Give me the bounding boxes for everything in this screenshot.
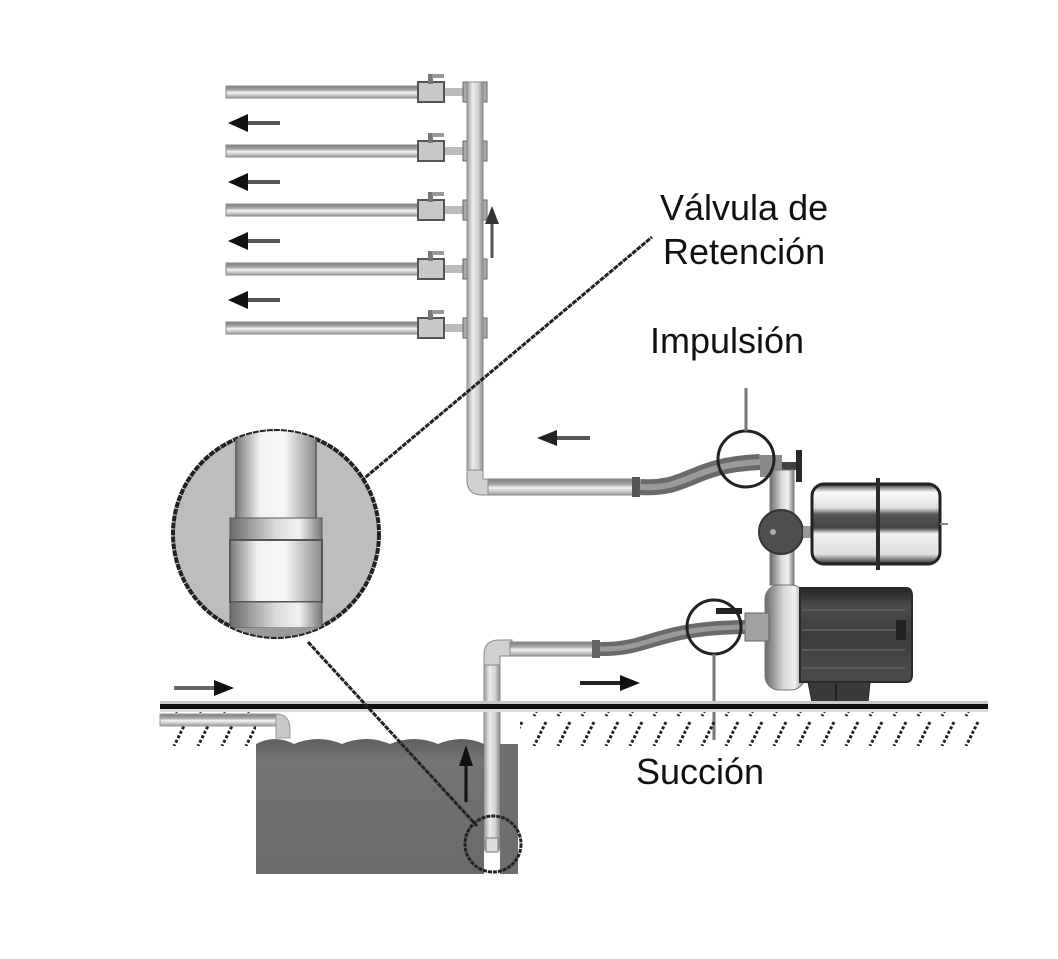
tap-valve-icon: [417, 310, 445, 339]
branch-pipe: [225, 144, 421, 158]
discharge-callout: [716, 388, 776, 489]
tap-valve-icon: [417, 74, 445, 103]
flow-arrow-left-icon: [228, 232, 280, 250]
tap-valve-icon: [417, 251, 445, 280]
riser-pipe: [466, 81, 484, 483]
inlet-flow-arrow: [174, 680, 234, 696]
distribution-branch: [225, 74, 488, 103]
tap-valve-icon: [417, 133, 445, 162]
flow-arrow-left-icon: [228, 291, 280, 309]
branch-pipe: [225, 262, 421, 276]
distribution-branch: [225, 251, 488, 280]
branch-flow-arrows: [228, 114, 280, 309]
flow-arrow-left-icon: [228, 114, 280, 132]
riser-flow-arrow-up: [485, 206, 499, 258]
discharge-flow-arrow: [537, 430, 590, 446]
distribution-branch: [225, 192, 488, 221]
pressure-tank: [810, 478, 948, 570]
tap-valve-icon: [417, 192, 445, 221]
inlet-pipe: [159, 713, 291, 739]
pressure-gauge: [758, 509, 804, 555]
suction-label: Succión: [636, 751, 765, 792]
distribution-branch: [225, 310, 488, 339]
check-valve-label-line1: Válvula de: [660, 187, 829, 228]
flow-arrow-left-icon: [228, 173, 280, 191]
check-valve-label: Válvula de Retención: [660, 186, 828, 274]
water-tank: [256, 739, 518, 874]
branch-pipe: [225, 85, 421, 99]
foot-valve-callout: [463, 814, 523, 874]
tank-flow-arrow-up: [459, 745, 473, 802]
distribution-branches: [225, 74, 488, 483]
pump-assembly: [744, 450, 948, 708]
distribution-branch: [225, 133, 488, 162]
branch-pipe: [225, 321, 421, 335]
check-valve-label-line2: Retención: [663, 231, 826, 272]
ground-line: [160, 701, 988, 746]
branch-pipe: [225, 203, 421, 217]
pump-motor: [799, 587, 913, 708]
discharge-label: Impulsión: [650, 320, 805, 361]
check-valve-leader-lower: [306, 640, 479, 828]
check-valve-leader-upper: [360, 235, 653, 483]
suction-flow-arrow: [580, 675, 640, 691]
discharge-pipe: [466, 454, 761, 497]
check-valve-magnifier: [171, 429, 381, 639]
